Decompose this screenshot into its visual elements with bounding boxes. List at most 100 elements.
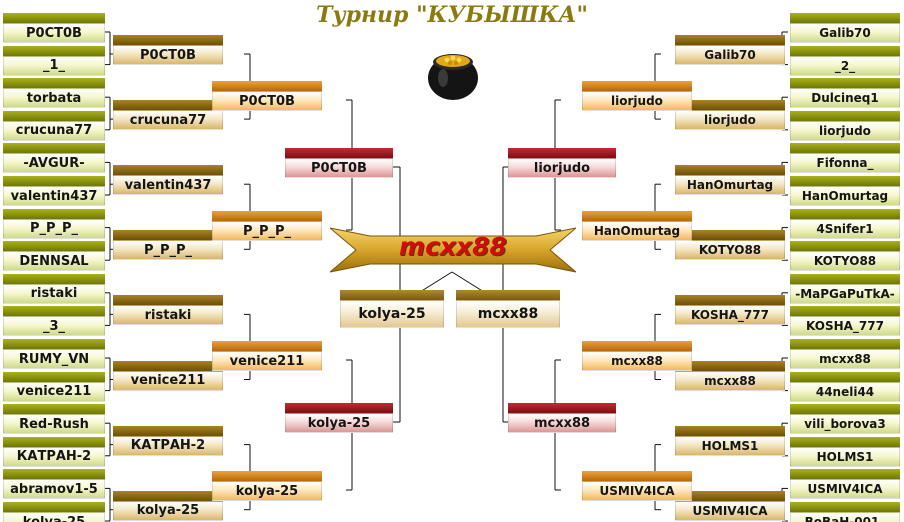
player-name: mcxx88 (508, 413, 616, 433)
slot-bevel (3, 78, 105, 89)
left-round3-slot: kolya-25 (212, 471, 322, 501)
player-name: mcxx88 (582, 351, 692, 371)
player-name: KOSHA_777 (790, 316, 900, 337)
slot-bevel (790, 208, 900, 219)
player-name: mcxx88 (790, 349, 900, 369)
slot-bevel (790, 404, 900, 415)
slot-bevel (675, 490, 785, 501)
left-round4-slot: P0CT0B (285, 148, 393, 178)
player-name: _1_ (3, 55, 105, 76)
player-name: KOTYO88 (790, 251, 900, 272)
left-round3-slot: P0CT0B (212, 81, 322, 111)
left-round3-slot: P_P_P_ (212, 211, 322, 241)
player-name: КАТРАН-2 (113, 435, 223, 456)
left-round1-slot: _1_ (3, 45, 105, 76)
slot-bevel (456, 290, 560, 300)
player-name: P_P_P_ (3, 218, 105, 239)
slot-bevel (582, 341, 692, 351)
player-name: liorjudo (508, 158, 616, 178)
left-round2-slot: ristaki (113, 295, 223, 326)
slot-bevel (675, 35, 785, 45)
slot-bevel (508, 148, 616, 158)
player-name: venice211 (212, 351, 322, 371)
slot-bevel (3, 176, 105, 186)
right-round1-slot: KOTYO88 (790, 241, 900, 272)
slot-bevel (790, 273, 900, 284)
slot-bevel (285, 148, 393, 158)
right-round2-slot: USMIV4ICA (675, 490, 785, 521)
player-name: P0CT0B (113, 45, 223, 65)
slot-bevel (3, 371, 105, 382)
right-round1-slot: KOSHA_777 (790, 306, 900, 337)
slot-bevel (113, 425, 223, 436)
slot-bevel (340, 290, 444, 300)
left-round2-slot: КАТРАН-2 (113, 425, 223, 456)
right-round4-slot: mcxx88 (508, 403, 616, 433)
slot-bevel (790, 78, 900, 89)
player-name: crucuna77 (113, 110, 223, 131)
slot-bevel (3, 241, 105, 252)
player-name: vili_borova3 (790, 414, 900, 435)
right-round2-slot: liorjudo (675, 100, 785, 131)
player-name: HOLMS1 (675, 435, 785, 456)
right-round1-slot: HanOmurtag (790, 176, 900, 206)
player-name: Galib70 (675, 45, 785, 65)
right-final-slot: mcxx88 (456, 290, 560, 328)
slot-bevel (3, 469, 105, 480)
player-name: 44neli44 (790, 381, 900, 402)
left-round1-slot: valentin437 (3, 176, 105, 206)
slot-bevel (790, 45, 900, 56)
right-round1-slot: 4Snifer1 (790, 208, 900, 239)
player-name: venice211 (3, 381, 105, 402)
player-name: mcxx88 (456, 300, 560, 328)
player-name: HanOmurtag (675, 175, 785, 196)
left-round1-slot: P_P_P_ (3, 208, 105, 239)
left-round2-slot: P0CT0B (113, 35, 223, 65)
left-round1-slot: DENNSAL (3, 241, 105, 272)
player-name: КАТРАН-2 (3, 446, 105, 467)
left-round1-slot: abramov1-5 (3, 469, 105, 500)
slot-bevel (212, 211, 322, 221)
gold-pot-icon (425, 48, 481, 104)
left-round1-slot: kolya-25 (3, 502, 105, 522)
slot-bevel (285, 403, 393, 413)
champion-banner: mcxx88 (330, 222, 576, 278)
right-round4-slot: liorjudo (508, 148, 616, 178)
slot-bevel (3, 110, 105, 121)
slot-bevel (113, 295, 223, 306)
player-name: 4Snifer1 (790, 218, 900, 239)
slot-bevel (582, 471, 692, 481)
left-round2-slot: P_P_P_ (113, 230, 223, 261)
slot-bevel (790, 502, 900, 512)
player-name: HOLMS1 (790, 446, 900, 467)
right-round1-slot: Dulcineq1 (790, 78, 900, 109)
player-name: ristaki (3, 283, 105, 304)
left-round1-slot: _3_ (3, 306, 105, 337)
slot-bevel (113, 35, 223, 45)
slot-bevel (3, 502, 105, 512)
player-name: HanOmurtag (582, 221, 692, 241)
player-name: USMIV4ICA (582, 481, 692, 501)
player-name: kolya-25 (113, 500, 223, 521)
right-round2-slot: mcxx88 (675, 360, 785, 391)
player-name: valentin437 (113, 175, 223, 196)
right-round1-slot: liorjudo (790, 110, 900, 141)
player-name: DENNSAL (3, 251, 105, 272)
player-name: ristaki (113, 305, 223, 326)
left-round1-slot: venice211 (3, 371, 105, 402)
right-round1-slot: HOLMS1 (790, 436, 900, 467)
right-round1-slot: USMIV4ICA (790, 469, 900, 500)
player-name: RUMY_VN (3, 349, 105, 369)
slot-bevel (790, 110, 900, 121)
right-round3-slot: liorjudo (582, 81, 692, 111)
left-round2-slot: valentin437 (113, 165, 223, 196)
left-round1-slot: crucuna77 (3, 110, 105, 141)
slot-bevel (675, 295, 785, 306)
player-name: USMIV4ICA (790, 479, 900, 500)
slot-bevel (790, 469, 900, 480)
left-round4-slot: kolya-25 (285, 403, 393, 433)
left-final-slot: kolya-25 (340, 290, 444, 328)
slot-bevel (790, 339, 900, 349)
slot-bevel (3, 339, 105, 349)
player-name: Dulcineq1 (790, 88, 900, 109)
